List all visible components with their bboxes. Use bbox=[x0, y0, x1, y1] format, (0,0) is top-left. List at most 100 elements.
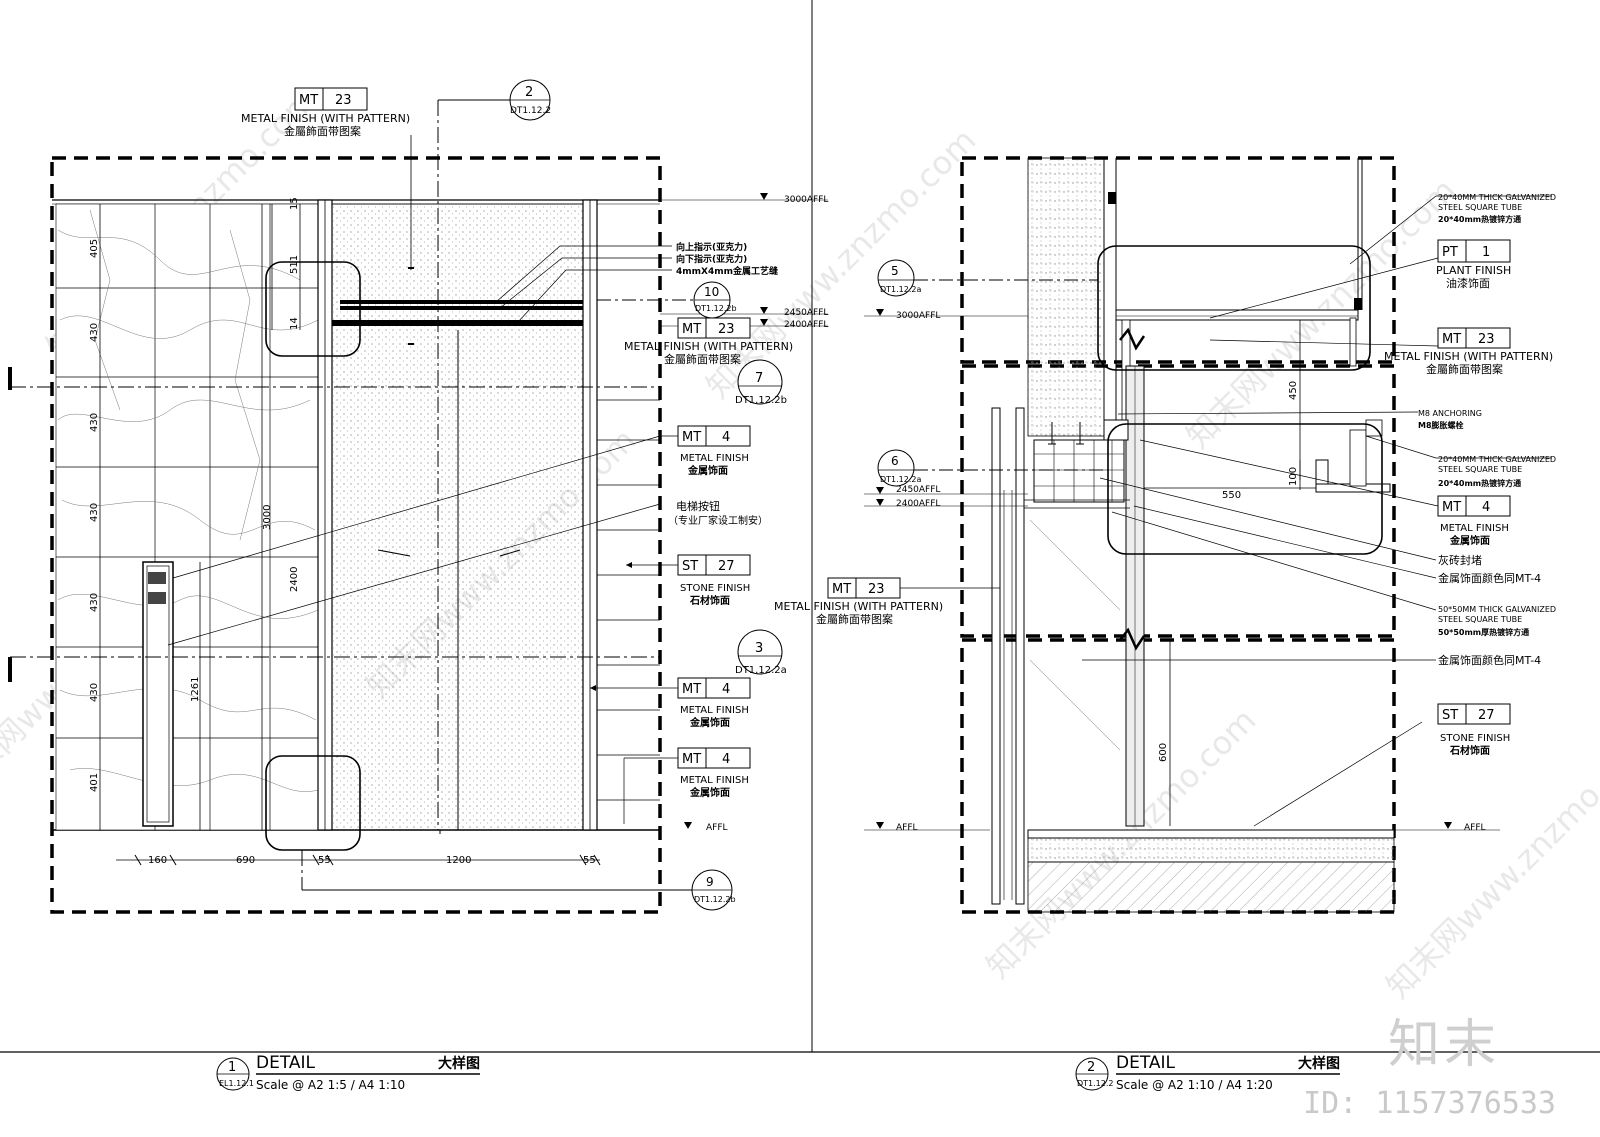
svg-text:PLANT FINISH: PLANT FINISH bbox=[1436, 264, 1511, 277]
svg-text:405: 405 bbox=[89, 239, 100, 258]
svg-text:15: 15 bbox=[289, 197, 300, 210]
svg-text:1261: 1261 bbox=[190, 677, 201, 702]
svg-text:DETAIL: DETAIL bbox=[256, 1053, 316, 1073]
svg-text:23: 23 bbox=[718, 322, 735, 337]
svg-text:金屬飾面带图案: 金屬飾面带图案 bbox=[284, 124, 361, 138]
watermark-id: ID: 1157376533 bbox=[1303, 1086, 1556, 1121]
svg-text:7: 7 bbox=[755, 371, 763, 386]
svg-text:20*40mm热镀锌方通: 20*40mm热镀锌方通 bbox=[1438, 478, 1521, 488]
svg-text:3000: 3000 bbox=[262, 505, 273, 530]
svg-text:6: 6 bbox=[891, 454, 899, 468]
svg-text:27: 27 bbox=[718, 559, 735, 574]
svg-text:AFFL: AFFL bbox=[1464, 823, 1486, 833]
svg-text:23: 23 bbox=[335, 93, 352, 108]
svg-text:55: 55 bbox=[583, 855, 596, 866]
svg-text:MT: MT bbox=[1442, 332, 1461, 347]
svg-text:20*40mm热镀锌方通: 20*40mm热镀锌方通 bbox=[1438, 214, 1521, 224]
svg-text:METAL FINISH: METAL FINISH bbox=[680, 453, 749, 464]
svg-text:大样图: 大样图 bbox=[1298, 1055, 1340, 1072]
svg-text:690: 690 bbox=[236, 855, 255, 866]
svg-text:金属饰面颜色同MT-4: 金属饰面颜色同MT-4 bbox=[1438, 571, 1541, 585]
svg-text:STEEL SQUARE TUBE: STEEL SQUARE TUBE bbox=[1438, 615, 1522, 624]
svg-text:油漆饰面: 油漆饰面 bbox=[1446, 276, 1490, 290]
svg-text:金屬飾面带图案: 金屬飾面带图案 bbox=[664, 352, 741, 366]
svg-text:23: 23 bbox=[1478, 332, 1495, 347]
tag-st27-right: ST 27 STONE FINISH 石材饰面 bbox=[1437, 703, 1511, 757]
svg-text:4: 4 bbox=[1482, 500, 1490, 515]
svg-text:Scale @ A2 1:10 / A4 1:20: Scale @ A2 1:10 / A4 1:20 bbox=[1116, 1078, 1273, 1092]
tag-mt23-left: MT 23 METAL FINISH (WITH PATTERN) 金屬飾面带图… bbox=[624, 317, 793, 366]
svg-text:2400AFFL: 2400AFFL bbox=[896, 499, 940, 509]
tag-mt23-right: MT 23 METAL FINISH (WITH PATTERN) 金屬飾面带图… bbox=[1384, 327, 1553, 376]
svg-text:MT: MT bbox=[682, 682, 701, 697]
svg-text:DT1.12.2b: DT1.12.2b bbox=[694, 895, 736, 904]
svg-text:3: 3 bbox=[755, 641, 763, 656]
svg-text:MT: MT bbox=[682, 430, 701, 445]
svg-text:金属饰面: 金属饰面 bbox=[1449, 534, 1490, 547]
svg-text:METAL FINISH (WITH PATTERN): METAL FINISH (WITH PATTERN) bbox=[624, 340, 793, 353]
tag-mt23-top: MT 23 METAL FINISH (WITH PATTERN) 金屬飾面带图… bbox=[241, 87, 414, 345]
svg-text:2400: 2400 bbox=[289, 567, 300, 592]
svg-text:石材饰面: 石材饰面 bbox=[689, 594, 730, 607]
svg-text:27: 27 bbox=[1478, 708, 1495, 723]
svg-text:METAL FINISH (WITH PATTERN): METAL FINISH (WITH PATTERN) bbox=[774, 600, 943, 613]
svg-text:METAL FINISH (WITH PATTERN): METAL FINISH (WITH PATTERN) bbox=[241, 112, 410, 125]
svg-text:DETAIL: DETAIL bbox=[1116, 1053, 1176, 1073]
svg-text:430: 430 bbox=[89, 503, 100, 522]
svg-text:向下指示(亚克力): 向下指示(亚克力) bbox=[676, 253, 747, 265]
svg-text:ST: ST bbox=[1442, 708, 1458, 723]
svg-text:M8 ANCHORING: M8 ANCHORING bbox=[1418, 409, 1482, 418]
callout-2: 2 DT1.12.2 bbox=[509, 79, 551, 121]
svg-text:STEEL SQUARE TUBE: STEEL SQUARE TUBE bbox=[1438, 465, 1522, 474]
svg-text:430: 430 bbox=[89, 413, 100, 432]
svg-text:430: 430 bbox=[89, 323, 100, 342]
svg-text:160: 160 bbox=[148, 855, 167, 866]
tag-mt23-mid: MT 23 METAL FINISH (WITH PATTERN) 金屬飾面带图… bbox=[774, 577, 1000, 626]
svg-text:DT1.12.2b: DT1.12.2b bbox=[735, 395, 787, 406]
svg-text:50*50mm厚热镀锌方通: 50*50mm厚热镀锌方通 bbox=[1438, 627, 1529, 637]
svg-text:2: 2 bbox=[1087, 1060, 1095, 1075]
svg-text:3000AFFL: 3000AFFL bbox=[784, 195, 828, 205]
svg-text:金属饰面: 金属饰面 bbox=[689, 786, 730, 799]
svg-text:STONE FINISH: STONE FINISH bbox=[1440, 733, 1510, 744]
svg-text:14: 14 bbox=[289, 317, 300, 330]
tag-mt4-b: MT 4 METAL FINISH 金属饰面 bbox=[590, 677, 751, 729]
watermark-logo: 知末 bbox=[1387, 1015, 1500, 1075]
svg-text:1: 1 bbox=[1482, 245, 1490, 260]
svg-text:MT: MT bbox=[682, 752, 701, 767]
svg-text:MT: MT bbox=[832, 582, 851, 597]
svg-text:MT: MT bbox=[1442, 500, 1461, 515]
callout-7: 7 DT1.12.2b bbox=[735, 359, 787, 406]
svg-text:AFFL: AFFL bbox=[896, 823, 918, 833]
svg-text:金属饰面: 金属饰面 bbox=[687, 464, 728, 477]
note-elevator-button: 电梯按钮 （专业厂家设工制安） bbox=[167, 499, 768, 646]
svg-text:METAL FINISH: METAL FINISH bbox=[680, 775, 749, 786]
svg-text:METAL FINISH: METAL FINISH bbox=[680, 705, 749, 716]
left-elevation: 405 430 430 430 430 430 401 15 511 14 30… bbox=[8, 79, 828, 914]
svg-text:430: 430 bbox=[89, 593, 100, 612]
svg-text:4: 4 bbox=[722, 752, 730, 767]
svg-text:DT1.12.2: DT1.12.2 bbox=[1077, 1079, 1114, 1088]
svg-text:DT1.12.2a: DT1.12.2a bbox=[735, 665, 787, 676]
svg-text:2450AFFL: 2450AFFL bbox=[784, 308, 828, 318]
callout-10: 10 DT1.12.2b bbox=[597, 281, 737, 319]
svg-text:金属饰面颜色同MT-4: 金属饰面颜色同MT-4 bbox=[1438, 653, 1541, 667]
tag-mt4-right: MT 4 METAL FINISH 金属饰面 bbox=[1437, 495, 1511, 547]
callout-9: 9 DT1.12.2b bbox=[691, 869, 736, 911]
svg-text:MT: MT bbox=[299, 93, 318, 108]
svg-text:4: 4 bbox=[722, 682, 730, 697]
svg-text:2: 2 bbox=[525, 85, 533, 100]
svg-text:10: 10 bbox=[704, 285, 719, 299]
title-block-2: 2 DT1.12.2 DETAIL 大样图 Scale @ A2 1:10 / … bbox=[1075, 1053, 1340, 1092]
svg-text:55: 55 bbox=[318, 855, 331, 866]
svg-text:401: 401 bbox=[89, 773, 100, 792]
svg-text:3000AFFL: 3000AFFL bbox=[896, 311, 940, 321]
title-block-1: 1 EL1.12.1 DETAIL 大样图 Scale @ A2 1:5 / A… bbox=[216, 1053, 480, 1092]
tag-st27-left: ST 27 STONE FINISH 石材饰面 bbox=[626, 554, 751, 607]
svg-text:MT: MT bbox=[682, 322, 701, 337]
svg-text:EL1.12.1: EL1.12.1 bbox=[219, 1079, 254, 1088]
svg-text:Scale @ A2 1:5 / A4 1:10: Scale @ A2 1:5 / A4 1:10 bbox=[256, 1078, 405, 1092]
svg-text:STONE FINISH: STONE FINISH bbox=[680, 583, 750, 594]
tag-mt4-a: MT 4 METAL FINISH 金属饰面 bbox=[172, 425, 751, 579]
svg-text:2450AFFL: 2450AFFL bbox=[896, 485, 940, 495]
